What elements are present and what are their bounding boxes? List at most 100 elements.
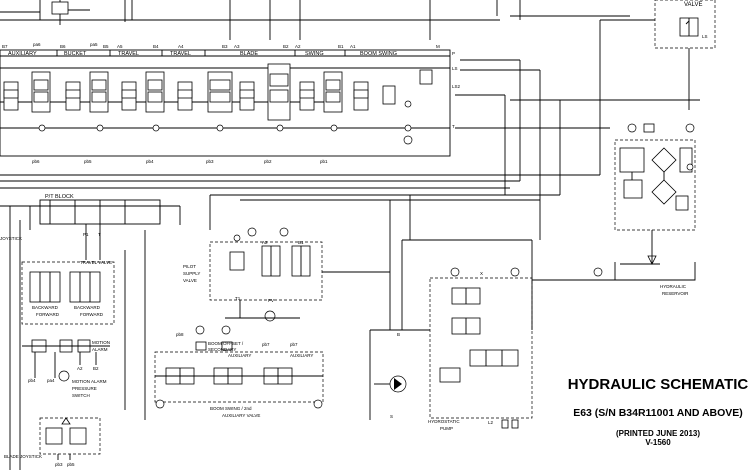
port-b2: B2 [283,44,289,49]
section-travel-1: TRAVEL [118,51,139,57]
filter-assembly [614,123,696,231]
port-a5: A5 [117,44,123,49]
svg-text:A2: A2 [77,366,83,371]
motion-alarm-label-1: MOTION [92,340,110,345]
pump-port-l2: L2 [488,420,494,425]
travel-forward-right: FORWARD [80,312,104,317]
aux-label: AUXILIARY [290,353,313,358]
svg-text:pb5: pb5 [67,462,75,467]
section-swing: SWING [305,51,324,57]
port-b7: B7 [2,44,8,49]
svg-text:pb7: pb7 [262,342,270,347]
port-a1: A1 [350,44,356,49]
pump-port-s: S [390,414,393,419]
port-pb5: pb5 [84,159,92,164]
port-b4: B4 [153,44,159,49]
schematic-printed: (PRINTED JUNE 2013) [615,429,701,438]
boom-swing-aux-2: AUXILIARY VALVE [222,413,260,418]
svg-text:LS: LS [702,34,708,39]
schematic-code: V-1560 [645,438,671,447]
port-pb4: pb4 [146,159,154,164]
boom-swing-aux-valve: BOOM OFFSET / SECONDARY AUXILIARY AUXILI… [154,325,324,418]
reservoir-label-1: HYDRAULIC [660,284,687,289]
schematic-title: HYDRAULIC SCHEMATIC [567,376,749,393]
port-pb2: pb2 [264,159,272,164]
port-ls: LS [452,66,458,71]
hydrostatic-pump: X B S HYDROSTATIC PUMP L2 [369,200,615,431]
section-bucket: BUCKET [64,51,87,57]
port-a4: A4 [178,44,184,49]
svg-text:X: X [480,271,483,276]
pilot-supply-label-1: PILOT [183,264,196,269]
valve-label: VALVE [684,2,702,8]
svg-text:T1: T1 [235,296,241,301]
top-feed-lines [0,0,630,40]
boom-offset-label-3: AUXILIARY [228,353,251,358]
port-b5: B5 [103,44,109,49]
travel-backward-right: BACKWARD [74,305,101,310]
svg-text:pb7: pb7 [290,342,298,347]
pump-port-b: B [397,332,400,337]
pump-label-2: PUMP [440,426,453,431]
svg-text:B1: B1 [298,240,304,245]
svg-text:pa4: pa4 [47,378,55,383]
pt-block-t: T [98,232,101,237]
port-b1: B1 [338,44,344,49]
svg-text:PV: PV [268,298,274,303]
motion-alarm: MOTION ALARM MOTION ALARM PRESSURE SWITC… [22,339,110,398]
port-pa6: pa6 [33,42,41,47]
motion-alarm-label-2: ALARM [92,347,108,352]
svg-text:pb4: pb4 [28,378,36,383]
pilot-supply-label-3: VALVE [183,278,197,283]
pilot-lines [0,20,700,230]
port-a3: A3 [234,44,240,49]
boom-offset-label-1: BOOM OFFSET / [208,341,244,346]
section-auxiliary: AUXILIARY [8,51,37,57]
main-control-valve: AUXILIARY BUCKET TRAVEL TRAVEL BLADE SWI… [0,42,461,164]
svg-text:pb8: pb8 [176,332,184,337]
motion-alarm-switch-2: PRESSURE [72,386,97,391]
schematic-model: E63 (S/N B34R11001 AND ABOVE) [573,407,743,419]
title-block: HYDRAULIC SCHEMATIC E63 (S/N B34R11001 A… [566,376,750,466]
port-a2: A2 [295,44,301,49]
section-boom-swing: BOOM SWING [360,51,397,57]
port-pa5: pa5 [90,42,98,47]
port-pb3: pb3 [206,159,214,164]
port-b6: B6 [60,44,66,49]
section-blade: BLADE [240,51,258,57]
pt-block: P/T BLOCK P1 T [39,194,161,260]
boom-swing-aux-1: BOOM SWING / 2nd [210,406,252,411]
port-p: P [452,51,455,56]
motion-alarm-switch-1: MOTION ALARM [72,379,107,384]
port-pb1: pb1 [320,159,328,164]
reservoir-label-2: RESERVOIR [662,291,689,296]
port-ls2: LS2 [452,84,461,89]
port-b3: B3 [222,44,228,49]
joystick-label-left: JOYSTICK [0,236,22,241]
svg-text:A2: A2 [262,240,268,245]
pilot-supply-label-2: SUPPLY [183,271,200,276]
port-m: M [436,44,440,49]
pt-block-label: P/T BLOCK [45,194,74,200]
blade-joystick-label: BLADE JOYSTICK [4,454,42,459]
left-vertical-lines [9,206,146,470]
motion-alarm-switch-3: SWITCH [72,393,90,398]
pump-label-1: HYDROSTATIC [428,419,460,424]
port-pb6: pb6 [32,159,40,164]
pilot-supply-valve: PILOT SUPPLY VALVE A2 B1 T1 PV [183,227,390,322]
blade-joystick: BLADE JOYSTICK pb3 pb5 [4,417,101,467]
spool-row [0,63,450,129]
travel-backward-left: BACKWARD [32,305,59,310]
section-travel-2: TRAVEL [170,51,191,57]
travel-valve-label: TRAVEL VALVE [80,260,112,265]
svg-text:pb3: pb3 [55,462,63,467]
valve-top-right: VALVE LS [600,0,716,110]
hydraulic-reservoir: HYDRAULIC RESERVOIR [593,230,696,296]
travel-valve: TRAVEL VALVE BACKWARD BACKWARD FORWARD F… [21,260,115,325]
port-t: T [452,124,455,129]
svg-text:B2: B2 [93,366,99,371]
boom-offset-label-2: SECONDARY [208,347,236,352]
travel-forward-left: FORWARD [36,312,60,317]
